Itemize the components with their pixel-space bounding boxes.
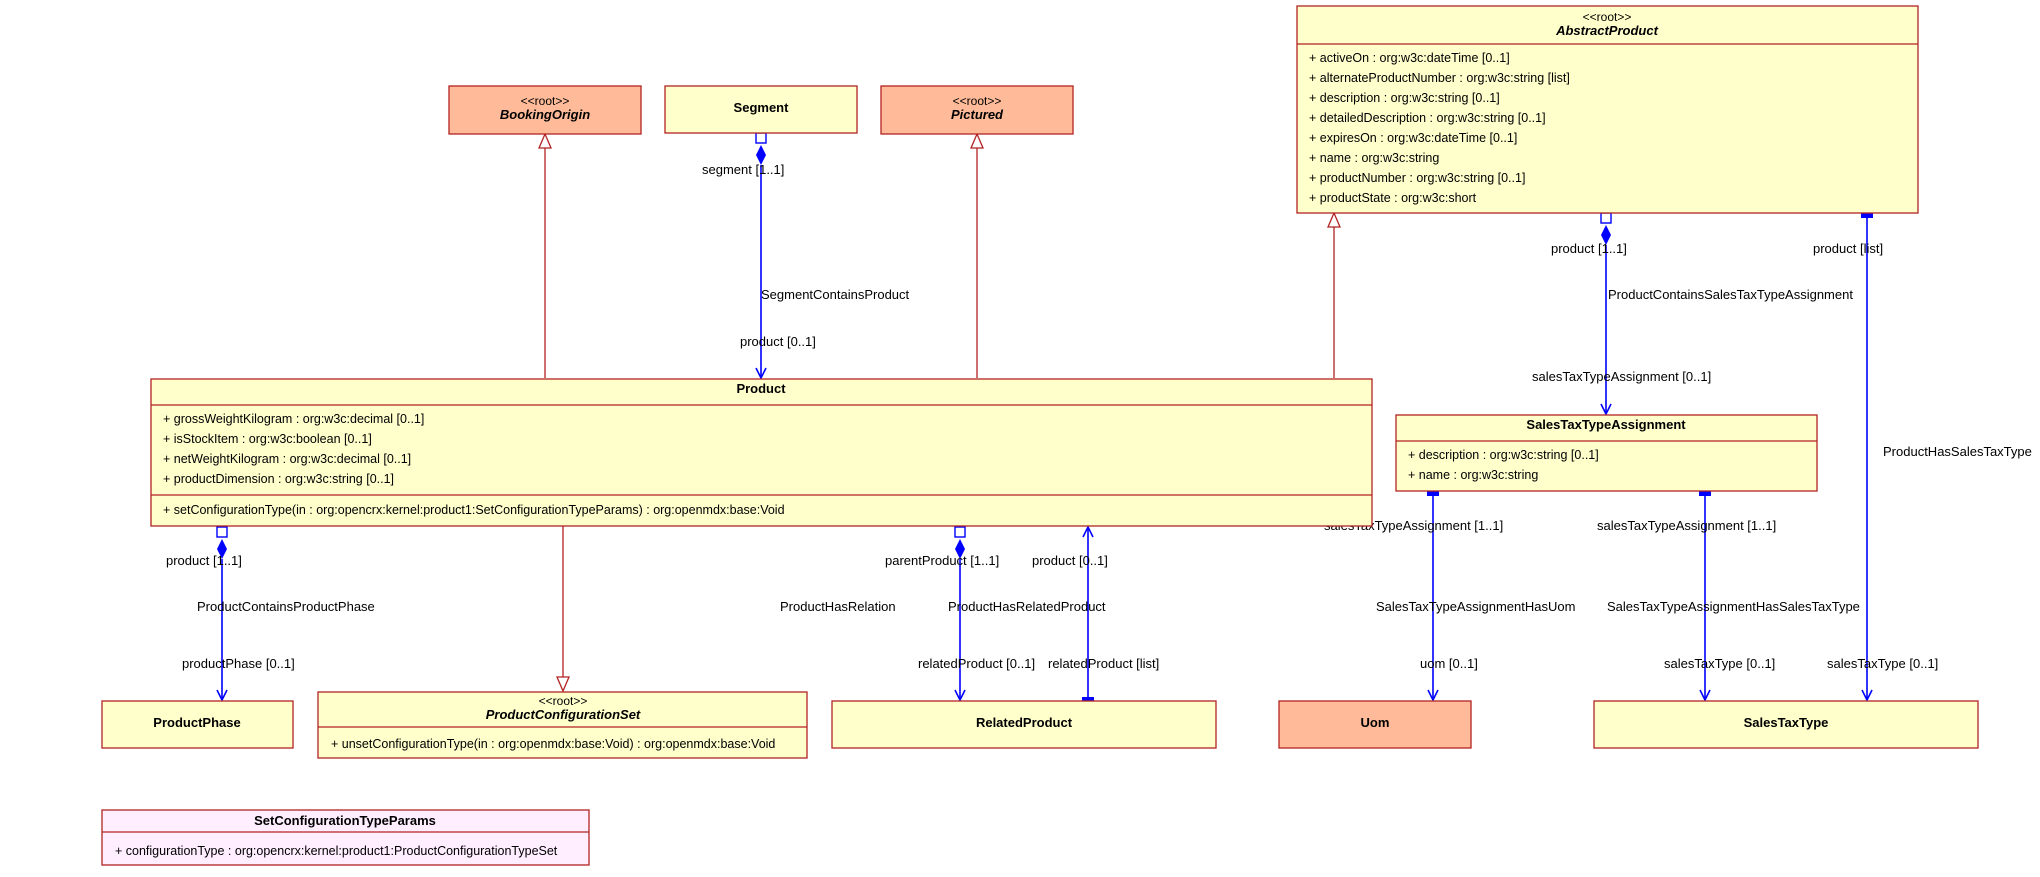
attribute: + name : org:w3c:string [1309, 151, 1439, 165]
product-has-relation-label: ProductHasRelation [780, 599, 896, 614]
class-product-configuration-set[interactable]: <<root>> ProductConfigurationSet + unset… [317, 691, 808, 759]
product-phase-source-end-label: product [1..1] [166, 553, 242, 568]
operation: + unsetConfigurationType(in : org:openmd… [331, 737, 775, 751]
sales-tax-type-end-label-1: salesTaxType [0..1] [1827, 656, 1938, 671]
class-pictured[interactable]: <<root>> Pictured [880, 85, 1074, 135]
segment-contains-product-label: SegmentContainsProduct [761, 287, 910, 302]
attribute: + alternateProductNumber : org:w3c:strin… [1309, 71, 1570, 85]
class-related-product[interactable]: RelatedProduct [831, 700, 1217, 749]
product-has-sales-tax-type-label: ProductHasSalesTaxType [1883, 444, 2032, 459]
sales-tax-type-assignment-end-label: salesTaxTypeAssignment [0..1] [1532, 369, 1711, 384]
uom-end-label: uom [0..1] [1420, 656, 1478, 671]
stereotype-label: <<root>> [521, 94, 570, 108]
class-name: Uom [1361, 715, 1390, 730]
product-phase-end-label: productPhase [0..1] [182, 656, 295, 671]
class-name: SalesTaxType [1744, 715, 1829, 730]
generalization-lines [538, 132, 1341, 693]
class-sales-tax-type-assignment[interactable]: SalesTaxTypeAssignment + description : o… [1395, 414, 1818, 492]
class-name: RelatedProduct [976, 715, 1073, 730]
attribute: + productDimension : org:w3c:string [0..… [163, 472, 394, 486]
class-name: SetConfigurationTypeParams [254, 813, 436, 828]
class-name: AbstractProduct [1555, 23, 1659, 38]
stereotype-label: <<root>> [539, 694, 588, 708]
attribute: + netWeightKilogram : org:w3c:decimal [0… [163, 452, 411, 466]
product-contains-sales-tax-type-assignment-label: ProductContainsSalesTaxTypeAssignment [1608, 287, 1853, 302]
stereotype-label: <<root>> [953, 94, 1002, 108]
sales-tax-type-assignment-has-sales-tax-type-label: SalesTaxTypeAssignmentHasSalesTaxType [1607, 599, 1860, 614]
attribute: + activeOn : org:w3c:dateTime [0..1] [1309, 51, 1510, 65]
class-name: ProductConfigurationSet [486, 707, 641, 722]
class-name: Segment [734, 100, 790, 115]
class-name: Product [736, 381, 786, 396]
product-contains-product-phase-label: ProductContainsProductPhase [197, 599, 375, 614]
class-name: BookingOrigin [500, 107, 590, 122]
class-name: SalesTaxTypeAssignment [1526, 417, 1686, 432]
related-product-end-label: relatedProduct [0..1] [918, 656, 1035, 671]
class-product-phase[interactable]: ProductPhase [101, 700, 294, 749]
class-name: ProductPhase [153, 715, 240, 730]
attribute: + expiresOn : org:w3c:dateTime [0..1] [1309, 131, 1517, 145]
segment-end-label: segment [1..1] [702, 162, 784, 177]
class-name: Pictured [951, 107, 1004, 122]
abstract-product-list-end-label: product [list] [1813, 241, 1883, 256]
product-has-related-product-label: ProductHasRelatedProduct [948, 599, 1106, 614]
class-abstract-product[interactable]: <<root>> AbstractProduct + activeOn : or… [1296, 5, 1919, 214]
class-sales-tax-type[interactable]: SalesTaxType [1593, 700, 1979, 749]
operation: + setConfigurationType(in : org:opencrx:… [163, 503, 785, 517]
attribute: + productState : org:w3c:short [1309, 191, 1477, 205]
class-segment[interactable]: Segment [664, 85, 858, 134]
segment-product-end-label: product [0..1] [740, 334, 816, 349]
attribute: + isStockItem : org:w3c:boolean [0..1] [163, 432, 372, 446]
attribute: + description : org:w3c:string [0..1] [1309, 91, 1500, 105]
association-labels: segment [1..1] SegmentContainsProduct pr… [166, 162, 2032, 671]
sales-tax-type-end-label-2: salesTaxType [0..1] [1664, 656, 1775, 671]
sales-tax-type-assignment-has-uom-label: SalesTaxTypeAssignmentHasUom [1376, 599, 1575, 614]
parent-product-end-label: parentProduct [1..1] [885, 553, 999, 568]
class-set-configuration-type-params[interactable]: SetConfigurationTypeParams + configurati… [101, 809, 590, 866]
attribute: + name : org:w3c:string [1408, 468, 1538, 482]
sales-tax-type-assignment-source-end-label: salesTaxTypeAssignment [1..1] [1597, 518, 1776, 533]
attribute: + description : org:w3c:string [0..1] [1408, 448, 1599, 462]
attribute: + detailedDescription : org:w3c:string [… [1309, 111, 1546, 125]
class-uom[interactable]: Uom [1278, 700, 1472, 749]
class-product[interactable]: Product + grossWeightKilogram : org:w3c:… [150, 378, 1373, 527]
class-booking-origin[interactable]: <<root>> BookingOrigin [448, 85, 642, 135]
attribute: + grossWeightKilogram : org:w3c:decimal … [163, 412, 424, 426]
attribute: + configurationType : org:opencrx:kernel… [115, 844, 558, 858]
stereotype-label: <<root>> [1583, 10, 1632, 24]
association-lines [217, 132, 1873, 702]
abstract-product-end-label: product [1..1] [1551, 241, 1627, 256]
attribute: + productNumber : org:w3c:string [0..1] [1309, 171, 1525, 185]
product-relation-end-label: product [0..1] [1032, 553, 1108, 568]
related-product-list-end-label: relatedProduct [list] [1048, 656, 1159, 671]
